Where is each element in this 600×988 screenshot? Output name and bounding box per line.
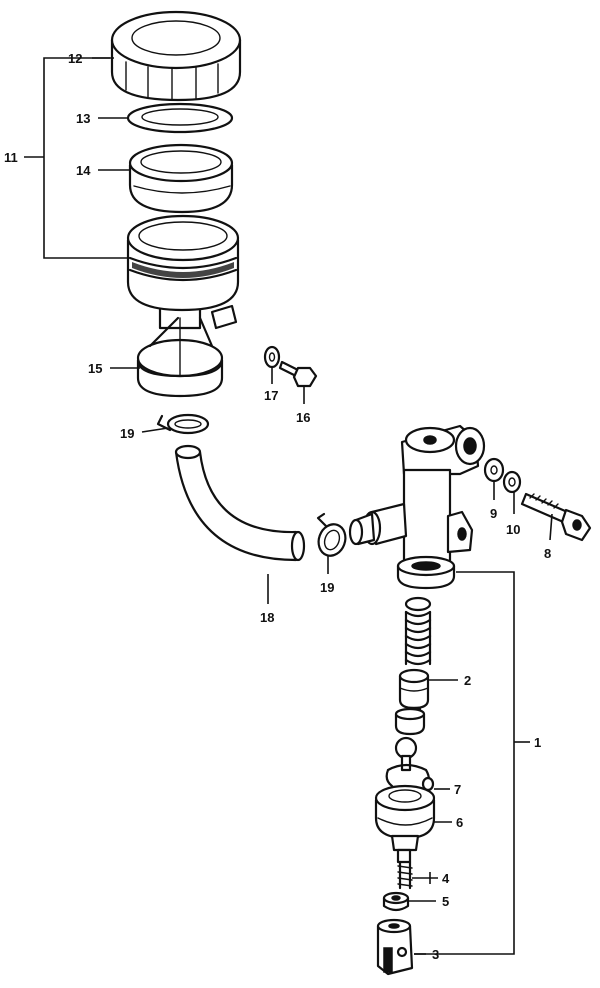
part-label-15: 15 (88, 361, 102, 376)
return-spring (404, 596, 432, 666)
part-label-6: 6 (456, 815, 463, 830)
part-label-12: 12 (68, 51, 82, 66)
piston (394, 668, 430, 736)
leader-lines (24, 57, 553, 955)
part-label-1: 1 (534, 735, 541, 750)
part-label-16: 16 (296, 410, 310, 425)
part-label-9: 9 (490, 506, 497, 521)
clevis (376, 918, 414, 976)
eye-washer-outer (502, 470, 522, 494)
master-cylinder-body (348, 424, 486, 590)
part-label-18: 18 (260, 610, 274, 625)
diaphragm-plate (126, 102, 234, 134)
reservoir-hose (174, 444, 306, 562)
part-label-4: 4 (442, 871, 450, 886)
part-label-11: 11 (4, 150, 18, 165)
washer (263, 345, 281, 369)
part-label-3: 3 (432, 947, 439, 962)
hose-clamp-lower (316, 512, 347, 557)
reservoir-body (126, 214, 240, 330)
part-label-13: 13 (76, 111, 90, 126)
hose-clamp-upper (156, 413, 210, 435)
push-rod (396, 848, 413, 890)
part-label-17: 17 (264, 388, 278, 403)
diaphragm (128, 143, 234, 214)
reservoir-bracket (136, 316, 224, 398)
part-label-8: 8 (544, 546, 551, 561)
part-label-7: 7 (454, 782, 461, 797)
lock-nut (382, 891, 410, 912)
part-label-19-upper: 19 (120, 426, 134, 441)
mounting-bolt (278, 360, 318, 388)
part-label-10: 10 (506, 522, 520, 537)
part-label-14: 14 (76, 163, 91, 178)
part-label-2: 2 (464, 673, 471, 688)
part-label-5: 5 (442, 894, 449, 909)
reservoir-cap (110, 10, 242, 102)
eye-washer-inner (483, 457, 505, 483)
part-label-19-lower: 19 (320, 580, 334, 595)
push-rod-ball (394, 736, 418, 772)
dust-boot (374, 784, 436, 852)
pivot-bolt (520, 492, 592, 542)
